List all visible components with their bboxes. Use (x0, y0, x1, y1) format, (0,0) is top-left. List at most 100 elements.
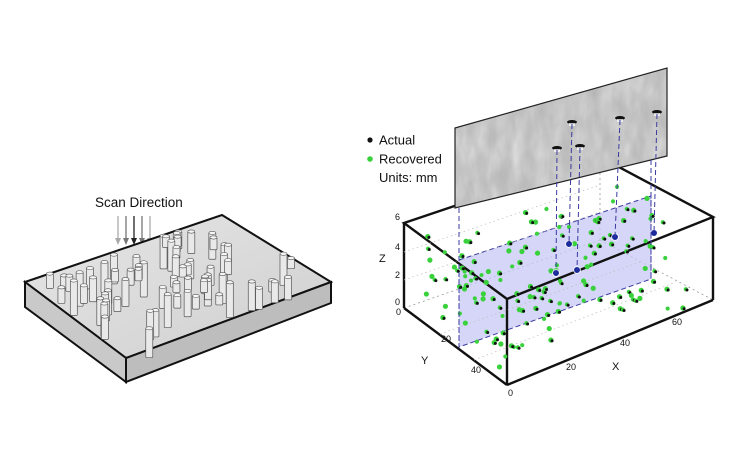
recovered-point (642, 265, 648, 272)
recovered-point (628, 292, 634, 299)
cylinder-top (173, 293, 182, 297)
actual-point (635, 299, 639, 303)
actual-point (560, 282, 564, 286)
recovered-point (510, 264, 515, 269)
cylinder-top (247, 279, 256, 284)
cylinder (69, 280, 78, 316)
cylinder-top (80, 283, 88, 288)
actual-point (651, 214, 655, 218)
y-tick-20: 20 (441, 334, 451, 344)
cylinder-top (158, 285, 167, 289)
scan-direction-label: Scan Direction (95, 195, 183, 210)
actual-point (622, 309, 626, 313)
cylinder (101, 316, 109, 340)
recovered-point (544, 206, 549, 212)
recovered-point (442, 303, 449, 309)
actual-point (499, 306, 503, 310)
cylinder-top (186, 257, 195, 262)
cylinder-top (70, 278, 78, 283)
recovered-point (429, 273, 435, 279)
cylinder (187, 231, 196, 254)
cylinder-top (46, 271, 54, 276)
actual-point (625, 250, 629, 254)
cylinder-top (284, 275, 292, 279)
actual-point (511, 345, 515, 349)
cylinder-top (134, 266, 143, 271)
cylinder-top (224, 258, 232, 263)
recovered-point (581, 278, 587, 284)
z-tick-4: 4 (395, 242, 400, 252)
actual-point (550, 339, 554, 343)
y-tick-40: 40 (471, 365, 481, 375)
actual-point (502, 332, 506, 336)
guide-line (576, 147, 581, 271)
cylinder-top (104, 278, 113, 283)
cylinder-top (170, 274, 178, 279)
x-axis-label: X (612, 361, 620, 373)
actual-point (442, 316, 446, 320)
recovered-point (534, 231, 540, 236)
actual-point (682, 307, 686, 311)
actual-point (545, 287, 549, 291)
cylinder-top (192, 293, 200, 298)
scan-arrow-head (131, 238, 137, 245)
actual-point (517, 300, 521, 304)
actual-point (585, 283, 589, 287)
actual-point (666, 288, 670, 292)
actual-point (516, 292, 520, 296)
box-grid (403, 184, 677, 361)
sample-slab-panel: Scan Direction (22, 195, 334, 384)
cylinder-top (145, 326, 154, 331)
actual-point (633, 209, 637, 213)
actual-point (475, 277, 479, 281)
actual-point (526, 322, 530, 326)
recovered-point (462, 269, 467, 274)
cylinder-top (132, 254, 141, 258)
cylinder-top (172, 245, 181, 249)
cylinder-top (218, 272, 227, 276)
actual-point (465, 284, 469, 288)
guide-line (555, 149, 558, 274)
actual-point (461, 255, 465, 259)
guide-line (653, 113, 658, 234)
recovered-point (519, 248, 525, 255)
actual-point (577, 295, 581, 299)
cylinder-top (113, 296, 122, 301)
recovered-point (496, 364, 503, 370)
cylinder-top (167, 238, 176, 243)
recovered-point (590, 285, 596, 291)
cylinder (191, 295, 200, 310)
z-axis-label: Z (379, 253, 386, 265)
actual-point (522, 309, 526, 313)
recovered-point (527, 294, 533, 300)
actual-point (427, 235, 431, 239)
cylinder-top (100, 301, 109, 306)
actual-point (475, 301, 479, 305)
recovered-point (479, 272, 484, 278)
actual-point (549, 300, 553, 304)
cylinder (171, 255, 180, 278)
actual-point (535, 307, 539, 311)
actual-point (509, 242, 513, 246)
cylinder-top (200, 278, 208, 283)
cylinder-top (208, 230, 217, 235)
recovered-point (557, 301, 563, 306)
actual-point (599, 298, 603, 302)
cylinder-top (100, 260, 109, 264)
actual-point (427, 248, 431, 252)
cylinder-top (226, 280, 234, 285)
cylinder-top (178, 264, 187, 269)
cylinder-top (224, 242, 232, 247)
x-axis: X 0 20 40 60 (508, 317, 682, 398)
actual-point (533, 296, 537, 300)
actual-point (653, 280, 657, 284)
recovered-point (583, 255, 588, 260)
recovered-point (610, 199, 616, 204)
x-tick-0: 0 (508, 388, 513, 398)
actual-point (434, 279, 438, 283)
actual-point (499, 272, 503, 276)
cylinder-top (110, 252, 118, 257)
recovered-point (506, 248, 512, 254)
recovered-point (520, 343, 525, 348)
